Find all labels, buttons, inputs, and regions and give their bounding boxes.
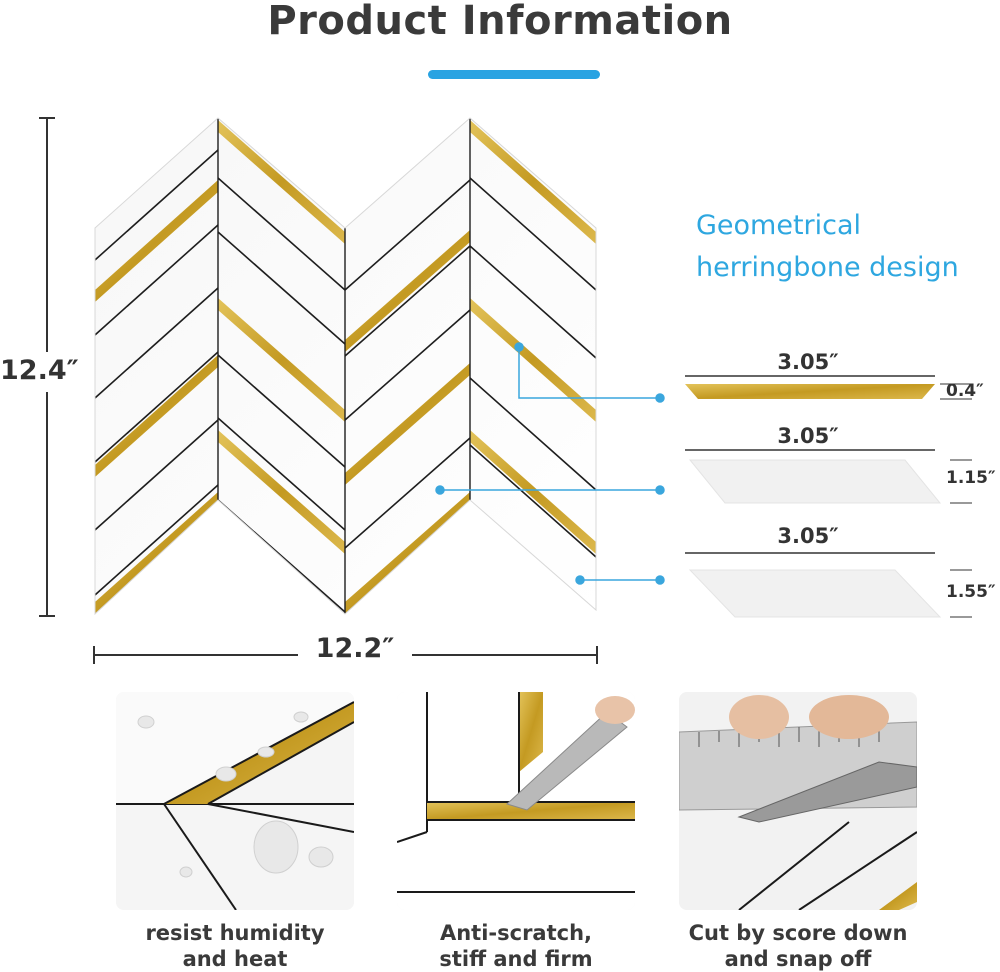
piece-white-tile-large xyxy=(685,552,972,618)
caption-line: and heat xyxy=(182,947,288,971)
gold-strip xyxy=(345,230,470,352)
piece-width-label: 3.05″ xyxy=(777,350,839,374)
gold-strip xyxy=(470,298,596,422)
column-d-joints xyxy=(469,177,596,558)
piece-width-label: 3.05″ xyxy=(777,424,839,448)
gold-strip xyxy=(95,355,218,477)
column-c-joints xyxy=(344,179,471,549)
design-label-line1: Geometrical xyxy=(696,210,862,241)
feature-caption-cut: Cut by score down and snap off xyxy=(668,920,928,972)
water-droplets-photo xyxy=(116,692,354,910)
design-label: Geometrical herringbone design xyxy=(696,205,986,289)
gold-strip xyxy=(95,492,218,614)
title-underline xyxy=(428,70,600,79)
piece-width-label: 3.05″ xyxy=(777,524,839,548)
ruler-knife-photo xyxy=(679,692,917,910)
width-dimension-label: 12.2″ xyxy=(300,633,410,664)
caption-line: resist humidity xyxy=(145,921,325,945)
tile-sheet xyxy=(95,118,596,614)
gold-strip xyxy=(345,492,470,614)
gold-strip xyxy=(95,180,218,302)
callout-lines xyxy=(435,342,665,585)
caption-line: Cut by score down xyxy=(688,921,908,945)
height-dimension-line xyxy=(39,117,55,617)
gold-strip xyxy=(470,430,596,554)
key-scratch-photo xyxy=(397,692,635,910)
caption-line: Anti-scratch, xyxy=(439,921,593,945)
column-a-joints xyxy=(95,149,219,596)
gold-strip xyxy=(470,120,596,244)
height-dimension-label: 12.4″ xyxy=(0,355,79,386)
gold-strip xyxy=(218,430,345,554)
page-title: Product Information xyxy=(267,0,733,44)
gold-strip xyxy=(345,363,470,485)
caption-line: stiff and firm xyxy=(439,947,593,971)
design-label-line2: herringbone design xyxy=(696,252,959,283)
piece-height-label: 1.55″ xyxy=(946,582,996,602)
piece-gold-strip xyxy=(685,375,972,400)
width-dimension-line xyxy=(93,646,598,664)
piece-height-label: 0.4″ xyxy=(946,381,984,401)
piece-white-tile-small xyxy=(685,449,972,504)
feature-caption-humidity: resist humidity and heat xyxy=(105,920,365,972)
feature-caption-scratch: Anti-scratch, stiff and firm xyxy=(386,920,646,972)
piece-height-label: 1.15″ xyxy=(946,468,996,488)
gold-strip xyxy=(218,120,345,244)
gold-strip xyxy=(218,298,345,422)
caption-line: and snap off xyxy=(724,947,872,971)
